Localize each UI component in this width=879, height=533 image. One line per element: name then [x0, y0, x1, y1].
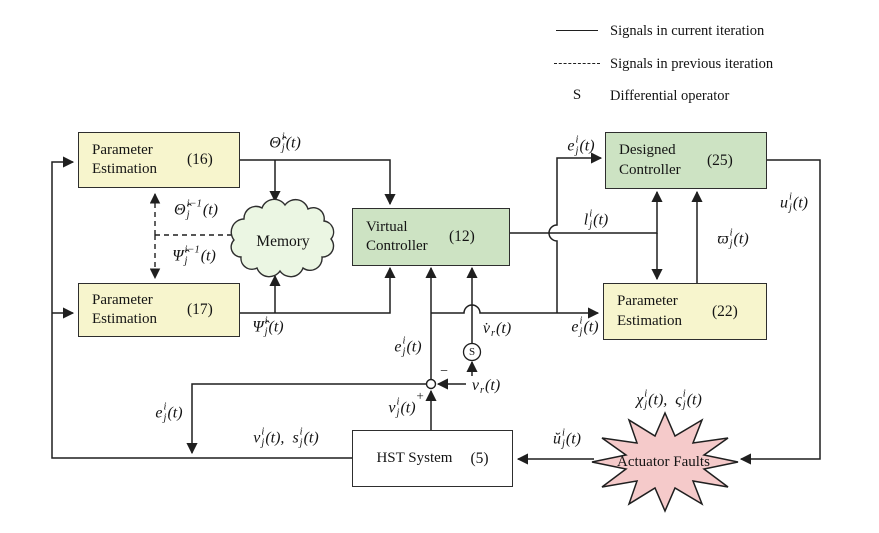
memory-cloud-shape [230, 198, 335, 278]
block-name: Parameter Estimation [617, 293, 682, 329]
wire-u-to-faults [739, 159, 821, 465]
junction-minus-sign: − [439, 364, 449, 379]
legend-differential-operator-label: Differential operator [610, 88, 730, 104]
legend-dashed-line-sample [554, 63, 600, 64]
legend-solid-line-sample [556, 30, 598, 31]
solid-wires [51, 152, 821, 465]
wire-feedback-bus-to-pe16 [51, 156, 352, 459]
junction-plus-sign: + [415, 388, 425, 403]
block-eq: (22) [712, 302, 738, 320]
wire-error-to-bus [186, 383, 426, 455]
block-virtual-controller: Virtual Controller (12) [352, 208, 510, 266]
summing-junction [425, 378, 437, 390]
block-eq: (25) [707, 151, 733, 169]
block-eq: (16) [187, 151, 213, 168]
actuator-faults-label: Actuator Faults [617, 454, 710, 471]
legend-previous-iteration-label: Signals in previous iteration [610, 56, 774, 72]
dashed-wires [149, 192, 232, 280]
block-name: HST System [376, 449, 453, 466]
block-name: Virtual Controller [366, 218, 428, 254]
memory-cloud-label: Memory [256, 233, 310, 250]
block-parameter-estimation-17: Parameter Estimation (17) [78, 283, 240, 337]
block-designed-controller: Designed Controller (25) [605, 132, 767, 189]
s-operator: S [468, 346, 476, 358]
legend-current-iteration-label: Signals in current iteration [610, 23, 765, 39]
block-name: Parameter Estimation [92, 141, 157, 177]
actuator-faults-starburst [591, 411, 739, 513]
wire-error-to-pe22 [431, 304, 600, 319]
block-name: Designed Controller [619, 142, 681, 178]
block-eq: (5) [470, 449, 489, 467]
legend-s-symbol: S [572, 87, 582, 103]
block-parameter-estimation-16: Parameter Estimation (16) [78, 132, 240, 188]
block-eq: (17) [187, 301, 213, 318]
differential-operator-circle [462, 342, 482, 362]
block-name: Parameter Estimation [92, 291, 157, 327]
block-hst-system: HST System (5) [352, 430, 513, 487]
wire-theta-to-virtual [240, 159, 396, 206]
wire-error-to-designed [548, 152, 603, 313]
label-vdot-r: v̇r(t) [482, 320, 512, 339]
block-eq: (12) [449, 228, 475, 245]
block-parameter-estimation-22: Parameter Estimation (22) [603, 283, 767, 340]
wire-psi-to-virtual [240, 266, 396, 314]
